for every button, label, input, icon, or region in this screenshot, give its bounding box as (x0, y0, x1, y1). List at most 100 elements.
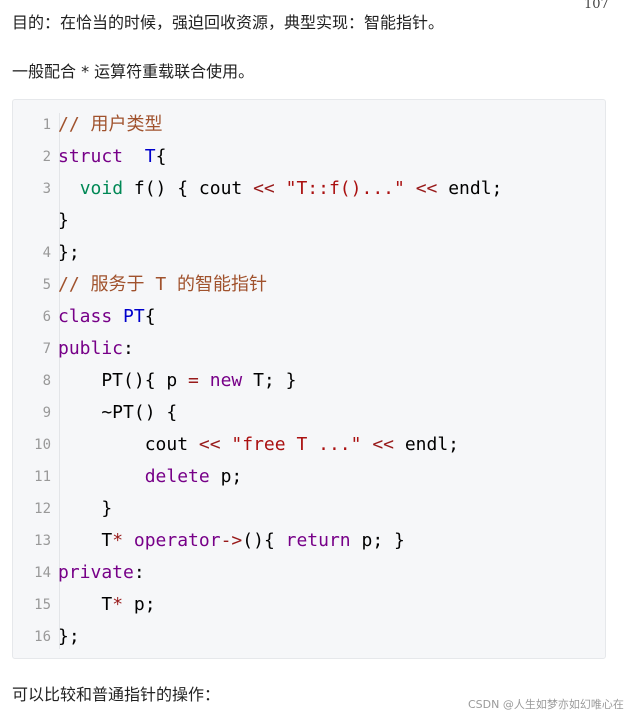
line-number: 6 (42, 309, 51, 325)
token-plain: T (58, 530, 113, 551)
token-op: = (188, 370, 199, 391)
token-kw: delete (144, 466, 210, 487)
token-plain: endl; (437, 178, 503, 199)
token-plain (58, 466, 145, 487)
code-text: // 用户类型 (58, 109, 163, 141)
line-number: 16 (34, 629, 51, 645)
line-number: 3 (42, 181, 51, 197)
line-number: 12 (34, 501, 51, 517)
line-number: 1 (42, 117, 51, 133)
gutter-divider (59, 113, 60, 649)
token-ty: void (79, 178, 124, 199)
token-plain: } (58, 210, 69, 231)
code-text: ~PT() { (58, 397, 177, 429)
token-plain (112, 306, 123, 327)
token-cmt: // 服务于 T 的智能指针 (58, 274, 268, 295)
code-line: 11 delete p; (13, 461, 605, 493)
code-line: 1 // 用户类型 (13, 109, 605, 141)
token-plain (58, 178, 80, 199)
token-plain: (){ (242, 530, 286, 551)
code-text: T* operator->(){ return p; } (58, 525, 405, 557)
line-number: 4 (42, 245, 51, 261)
code-line: 15 T* p; (13, 589, 605, 621)
line-number: 5 (42, 277, 51, 293)
token-str: "free T ..." (231, 434, 362, 455)
page-number: 107 (584, 0, 609, 12)
token-op: << (198, 434, 221, 455)
code-line: 12 } (13, 493, 605, 525)
line-number: 14 (34, 565, 51, 581)
token-plain: f() { cout (123, 178, 254, 199)
token-plain: endl; (394, 434, 460, 455)
line-number (13, 205, 51, 237)
token-var: T (144, 146, 156, 167)
code-line: 3 void f() { cout << "T::f()..." << endl… (13, 173, 605, 205)
paragraph-purpose: 目的：在恰当的时候，强迫回收资源，典型实现：智能指针。 (12, 13, 445, 32)
code-line: } (13, 205, 605, 237)
token-op: << (372, 434, 394, 455)
code-line: 13 T* operator->(){ return p; } (13, 525, 605, 557)
token-plain: T; } (242, 370, 297, 391)
token-plain: p; } (350, 530, 405, 551)
code-text: }; (58, 237, 80, 269)
code-text: private: (58, 557, 145, 589)
token-cmt: // 用户类型 (58, 114, 163, 135)
token-plain: ~PT() { (58, 402, 178, 423)
token-var: PT (123, 306, 145, 327)
token-kw: new (209, 370, 243, 391)
token-op: * (112, 530, 124, 551)
code-line: 4}; (13, 237, 605, 269)
token-plain (221, 434, 232, 455)
code-text: }; (58, 621, 80, 653)
token-plain: } (58, 498, 113, 519)
code-text: void f() { cout << "T::f()..." << endl; (58, 173, 503, 205)
code-line: 7 public: (13, 333, 605, 365)
code-text: } (58, 493, 112, 525)
code-line: 5 // 服务于 T 的智能指针 (13, 269, 605, 301)
token-plain: }; (58, 626, 80, 647)
code-line: 6 class PT{ (13, 301, 605, 333)
token-plain (123, 146, 145, 167)
token-kw: public (58, 338, 124, 359)
line-number: 8 (42, 373, 51, 389)
token-kw: return (285, 530, 351, 551)
code-line: 8 PT(){ p = new T; } (13, 365, 605, 397)
token-plain: cout (58, 434, 199, 455)
line-number: 13 (34, 533, 51, 549)
code-text: T* p; (58, 589, 156, 621)
token-plain: p; (209, 466, 243, 487)
token-str: "T::f()..." (285, 178, 405, 199)
token-op: * (112, 594, 124, 615)
token-plain: }; (58, 242, 80, 263)
token-plain: p; (123, 594, 156, 615)
code-line: 2 struct T{ (13, 141, 605, 173)
token-plain (123, 530, 134, 551)
code-text: cout << "free T ..." << endl; (58, 429, 459, 461)
token-plain: : (123, 338, 134, 359)
code-line: 10 cout << "free T ..." << endl; (13, 429, 605, 461)
code-text: delete p; (58, 461, 243, 493)
code-text: struct T{ (58, 141, 166, 173)
line-number: 15 (34, 597, 51, 613)
line-number: 2 (42, 149, 51, 165)
token-op: << (253, 178, 275, 199)
token-op: -> (220, 530, 243, 551)
token-plain (275, 178, 286, 199)
code-line: 14 private: (13, 557, 605, 589)
token-kw: struct (58, 146, 124, 167)
code-text: } (58, 205, 69, 237)
paragraph-compare: 可以比较和普通指针的操作： (12, 685, 221, 704)
code-text: class PT{ (58, 301, 156, 333)
line-number: 11 (34, 469, 51, 485)
token-plain: : (133, 562, 145, 583)
token-kw: operator (133, 530, 221, 551)
token-kw: class (58, 306, 113, 327)
token-plain (199, 370, 210, 391)
code-line: 9 ~PT() { (13, 397, 605, 429)
line-number: 7 (42, 341, 51, 357)
code-text: // 服务于 T 的智能指针 (58, 269, 267, 301)
token-plain: T (58, 594, 113, 615)
token-plain: { (155, 146, 167, 167)
line-number: 10 (34, 437, 51, 453)
